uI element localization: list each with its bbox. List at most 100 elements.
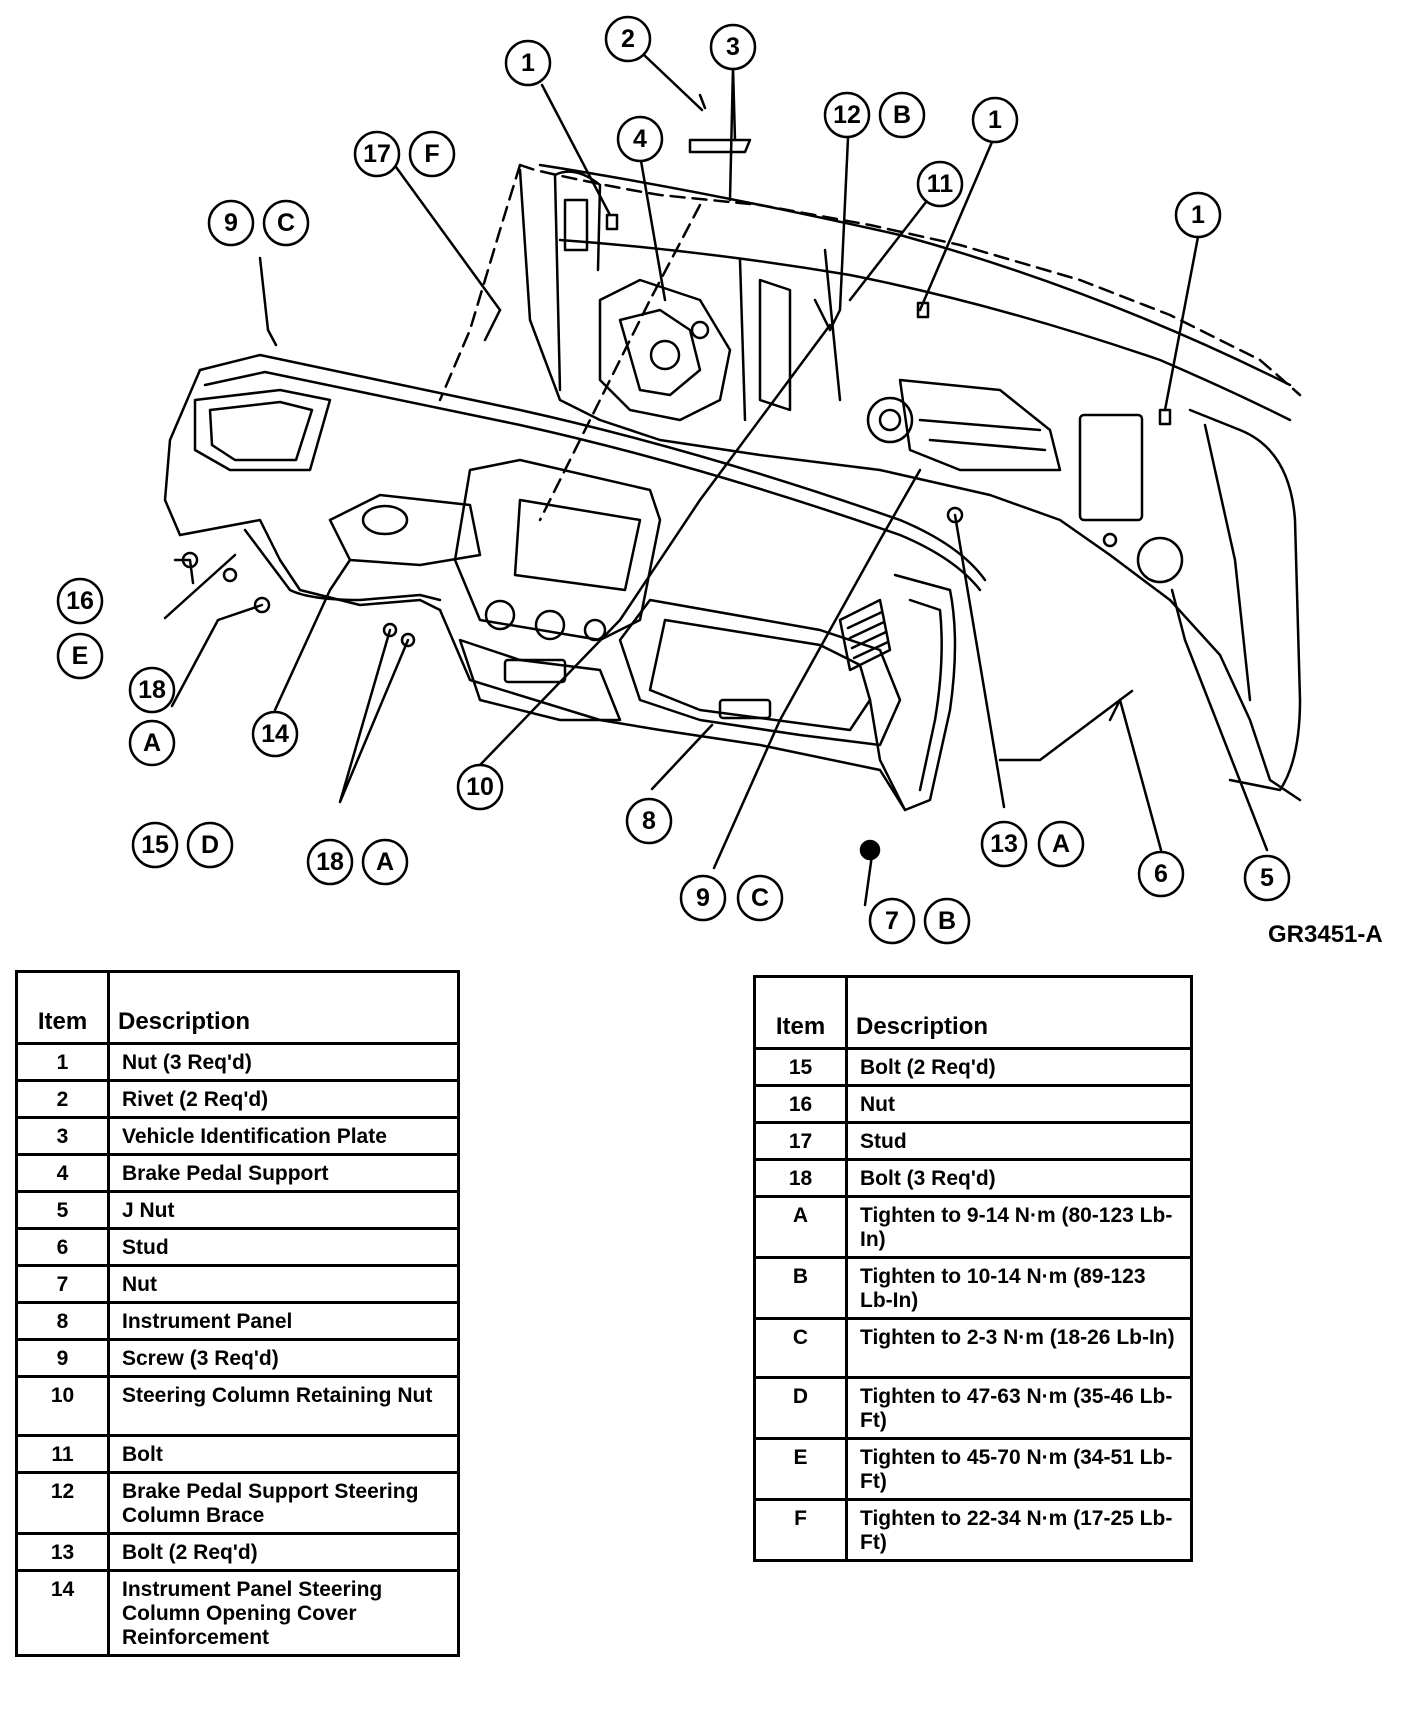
panel-lower-left — [178, 518, 442, 612]
svg-text:C: C — [751, 884, 769, 912]
heater-box — [898, 378, 1062, 472]
svg-text:D: D — [201, 831, 219, 859]
stud-6-part — [1108, 698, 1122, 722]
firewall-inner-edge — [558, 238, 1292, 422]
column-header-description: Description — [107, 970, 460, 1045]
figure-code: GR3451-A — [1268, 921, 1383, 948]
svg-text:8: 8 — [642, 807, 656, 835]
panel-bottom-edge — [438, 608, 907, 812]
callout-A-right: A — [1037, 820, 1085, 868]
callout-14: 14 — [251, 710, 299, 758]
callout-C-bottom: C — [736, 874, 784, 922]
right-vent-louvers — [846, 610, 890, 660]
glove-box — [618, 598, 902, 747]
booster-boss-1 — [649, 339, 681, 371]
svg-text:9: 9 — [224, 209, 238, 237]
svg-text:12: 12 — [833, 101, 861, 129]
svg-text:1: 1 — [521, 49, 535, 77]
svg-text:B: B — [938, 907, 956, 935]
svg-text:18: 18 — [138, 676, 166, 704]
svg-text:E: E — [72, 642, 89, 670]
firewall-grommet-large — [1136, 536, 1184, 584]
svg-text:5: 5 — [1260, 864, 1274, 892]
callout-12: 12 — [823, 91, 871, 139]
svg-text:16: 16 — [66, 587, 94, 615]
panel-left-end — [163, 368, 202, 537]
svg-text:A: A — [1052, 830, 1070, 858]
nut-7-part — [859, 839, 881, 861]
firewall-outline — [518, 168, 1302, 802]
bolt-18-mid-part-b — [400, 632, 416, 648]
svg-text:1: 1 — [1191, 201, 1205, 229]
booster-boss-2 — [690, 320, 710, 340]
firewall-grommet-small — [1102, 532, 1118, 548]
vin-plate-part — [688, 138, 752, 154]
svg-text:2: 2 — [621, 25, 635, 53]
hvac-knob-3 — [583, 618, 607, 642]
firewall-access-panel — [1078, 413, 1144, 522]
cowl-left-dashed — [438, 163, 522, 402]
callout-5: 5 — [1243, 854, 1291, 902]
column-header-item: Item — [15, 970, 110, 1045]
left-pillar — [553, 170, 602, 392]
callout-11: 11 — [916, 160, 964, 208]
right-side-apron-inner — [1203, 423, 1252, 702]
callout-B-top: B — [878, 91, 926, 139]
callout-A-mid: A — [361, 838, 409, 886]
svg-text:11: 11 — [927, 170, 954, 198]
svg-text:A: A — [143, 729, 161, 757]
nut-1-left-part — [605, 213, 619, 231]
pillar-bracket — [563, 198, 589, 252]
svg-text:1: 1 — [988, 106, 1002, 134]
center-bracket — [758, 278, 792, 412]
callout-17: 17 — [353, 130, 401, 178]
callout-1-mid: 1 — [971, 96, 1019, 144]
panel-top-edge-2 — [203, 370, 982, 592]
callout-E: E — [56, 632, 104, 680]
panel-left-cluster — [193, 388, 332, 472]
callout-C-top: C — [262, 199, 310, 247]
hvac-knob-2 — [534, 609, 566, 641]
bolt-18-left-part — [222, 567, 238, 583]
steering-column-tube — [361, 504, 409, 536]
svg-text:C: C — [277, 209, 295, 237]
pedal-pivot-inner — [878, 408, 902, 432]
svg-text:4: 4 — [633, 125, 647, 153]
svg-text:9: 9 — [696, 884, 710, 912]
callout-3: 3 — [709, 23, 757, 71]
brake-support-detail — [618, 308, 702, 397]
glove-box-latch — [718, 698, 772, 720]
callout-4: 4 — [616, 115, 664, 163]
cowl-outline-dashed — [518, 163, 1302, 397]
callout-2: 2 — [604, 15, 652, 63]
brake-pedal-support — [598, 278, 732, 422]
bolt-15-part — [253, 596, 271, 614]
rivet-2-part — [698, 93, 707, 110]
svg-text:A: A — [376, 848, 394, 876]
svg-text:7: 7 — [885, 907, 899, 935]
pedal-pivot — [866, 396, 914, 444]
svg-text:15: 15 — [141, 831, 169, 859]
stud-17-part — [483, 308, 502, 342]
callout-16: 16 — [56, 577, 104, 625]
callout-F: F — [408, 130, 456, 178]
right-vent — [838, 598, 892, 672]
screw-9-part — [266, 328, 278, 347]
svg-text:14: 14 — [261, 720, 289, 748]
panel-right-end — [868, 573, 957, 812]
